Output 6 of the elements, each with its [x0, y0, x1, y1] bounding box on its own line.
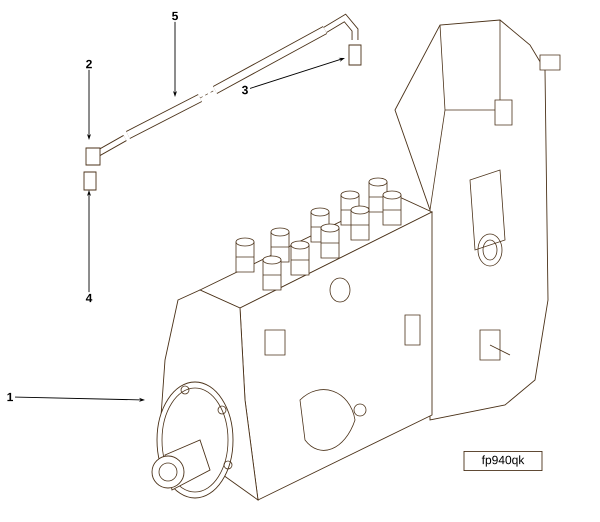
callout-number: 2	[86, 60, 92, 68]
callout-number: 4	[86, 294, 92, 302]
callout-number: 5	[172, 12, 178, 20]
callout-number: 3	[242, 86, 248, 94]
callout-number: 1	[7, 392, 13, 402]
figure-code-box: fp940qk	[464, 450, 542, 472]
